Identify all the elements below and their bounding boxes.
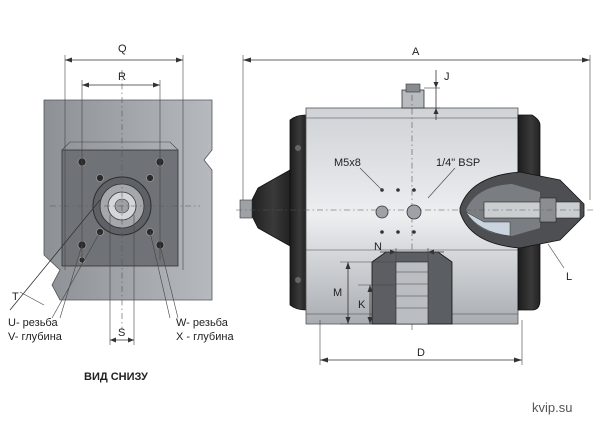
dim-k-label: K — [358, 299, 366, 311]
left-nose — [247, 169, 291, 247]
note-v-depth: V- глубина — [8, 331, 63, 343]
watermark: kvip.su — [532, 400, 572, 415]
port-m5 — [375, 205, 389, 219]
dim-t-label: T — [12, 291, 19, 303]
dim-a-label: A — [412, 46, 420, 58]
port-m5-label: M5x8 — [334, 157, 361, 169]
note-x-depth: X - глубина — [176, 331, 234, 343]
dim-q-label: Q — [118, 43, 127, 55]
dim-j-label: J — [444, 71, 450, 83]
note-u-thread: U- резьба — [8, 317, 58, 329]
dim-s-label: S — [118, 327, 125, 339]
dim-l-label: L — [566, 271, 572, 283]
top-output-shaft — [401, 89, 425, 109]
dim-r-label: R — [118, 71, 126, 83]
bottom-view-caption: ВИД СНИЗУ — [84, 371, 148, 383]
dim-n-label: N — [374, 241, 382, 253]
dim-m-label: M — [333, 287, 342, 299]
dim-d-label: D — [417, 347, 425, 359]
bottom-view: Q R T S U- резьба V- глубина W- резьба X… — [8, 43, 234, 383]
note-w-thread: W- резьба — [176, 317, 229, 329]
side-view: A J M5x8 1/4" BSP N M K L D — [236, 46, 596, 365]
port-bsp — [406, 204, 422, 220]
port-bsp-label: 1/4" BSP — [436, 157, 480, 169]
